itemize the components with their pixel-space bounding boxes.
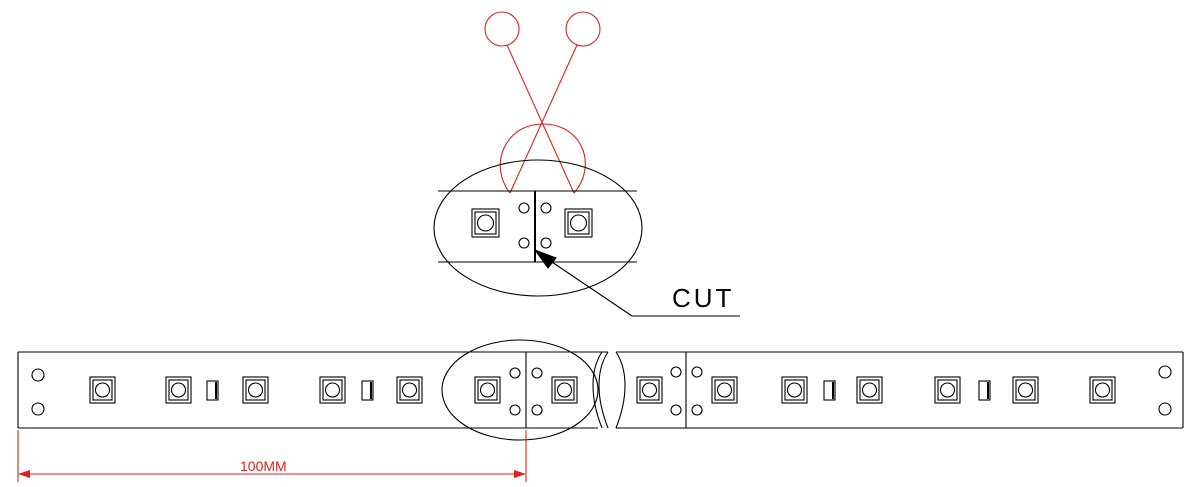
led-chip bbox=[165, 376, 192, 404]
cut-arrowhead bbox=[533, 248, 557, 269]
strip-resistors bbox=[206, 380, 991, 401]
led-strip-right bbox=[615, 351, 1184, 429]
resistor bbox=[206, 380, 219, 401]
cut-callout: CUT bbox=[533, 248, 740, 317]
led-chip bbox=[471, 208, 500, 238]
strip-led-chips bbox=[89, 376, 1116, 404]
led-chip bbox=[551, 376, 578, 404]
led-chip bbox=[934, 376, 961, 404]
resistor bbox=[823, 380, 836, 401]
resistor bbox=[361, 380, 374, 401]
led-chip bbox=[636, 376, 663, 404]
led-chip bbox=[564, 208, 593, 238]
solder-pads bbox=[518, 202, 552, 249]
dimension-100mm: 100MM bbox=[17, 430, 527, 482]
mounting-holes bbox=[31, 365, 1172, 416]
scissors-icon bbox=[484, 11, 601, 194]
led-chip bbox=[781, 376, 808, 404]
led-chip bbox=[89, 376, 116, 404]
cut-label: CUT bbox=[672, 283, 734, 313]
resistor bbox=[978, 380, 991, 401]
dimension-label: 100MM bbox=[240, 458, 287, 474]
dimension-arrow-left bbox=[18, 470, 30, 478]
dimension-arrow-right bbox=[514, 470, 526, 478]
led-chip bbox=[1012, 376, 1039, 404]
led-strip-left bbox=[17, 339, 609, 441]
led-chip bbox=[242, 376, 269, 404]
strip-solder-pads bbox=[509, 366, 703, 416]
led-chip bbox=[1089, 376, 1116, 404]
led-chip bbox=[396, 376, 423, 404]
led-chip bbox=[856, 376, 883, 404]
led-chip bbox=[711, 376, 738, 404]
zoom-detail bbox=[433, 159, 643, 297]
led-chip bbox=[319, 376, 346, 404]
led-chip bbox=[474, 376, 501, 404]
